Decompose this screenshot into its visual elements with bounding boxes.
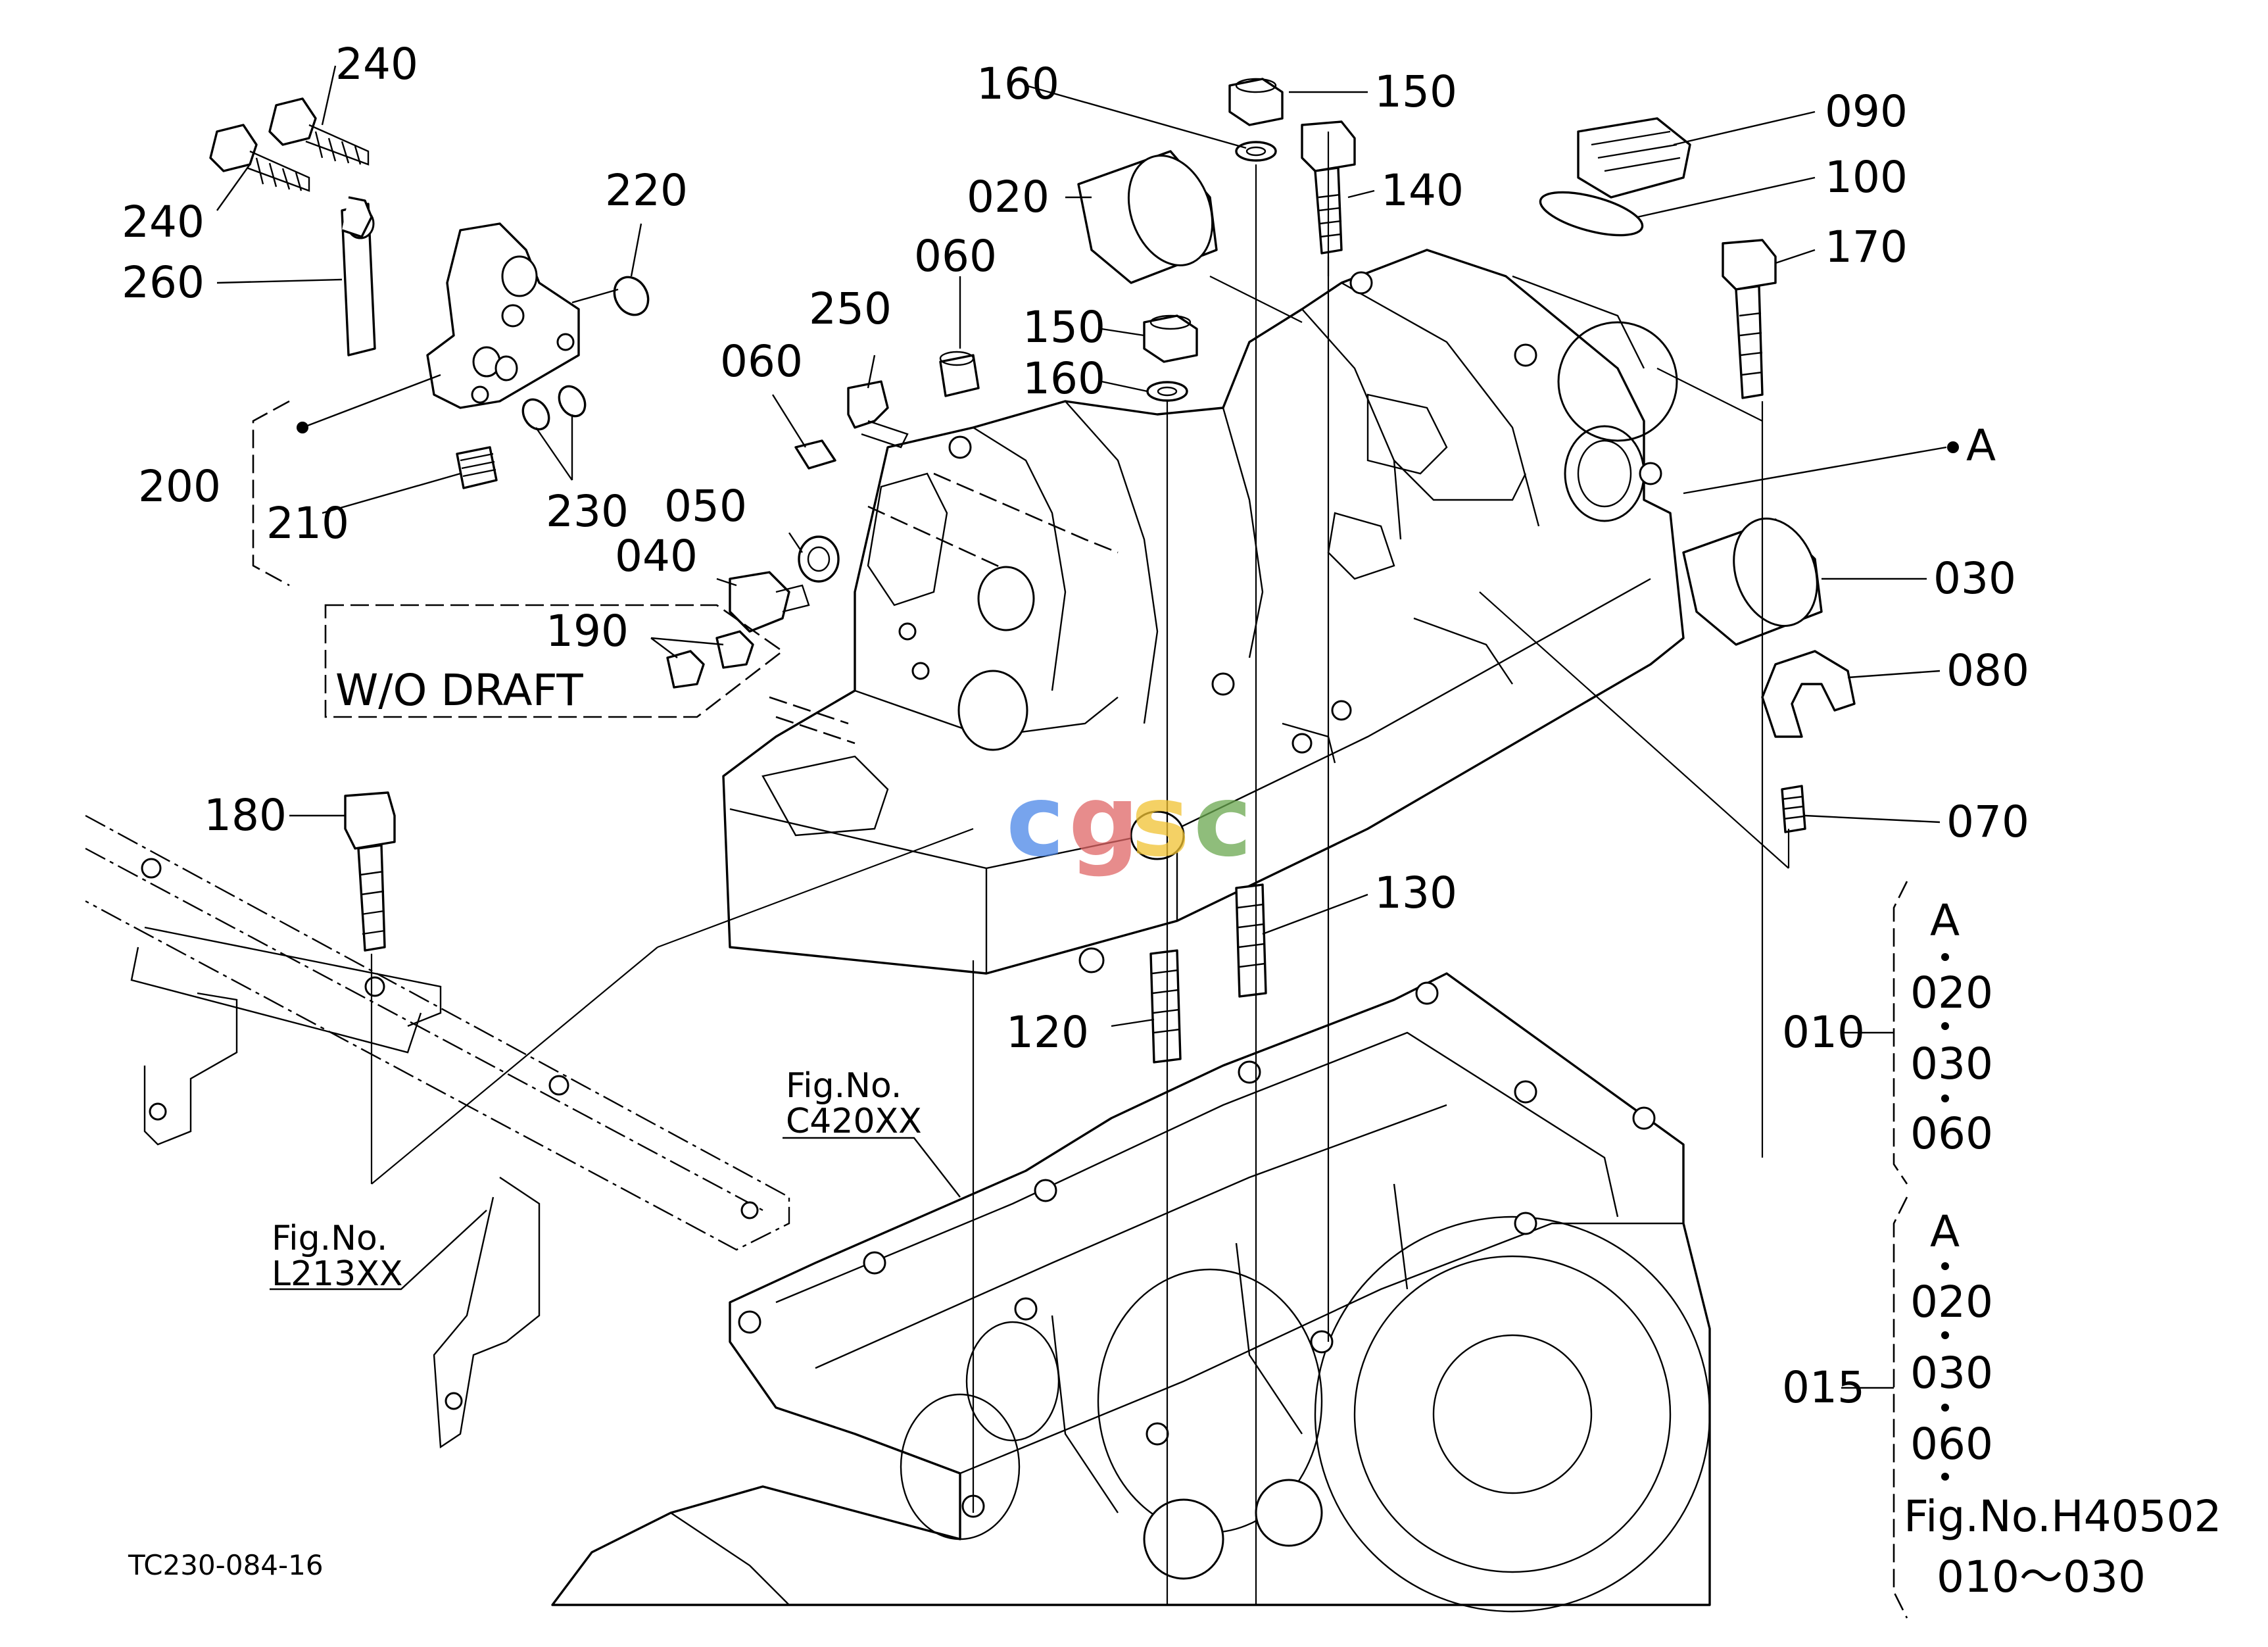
fig-ref-l213-label: Fig.No.	[272, 1219, 387, 1258]
bolt-240-lower	[209, 124, 310, 192]
callout-140: 140	[1381, 165, 1464, 216]
callout-240-lower: 240	[122, 197, 205, 247]
assembly-dots	[1941, 953, 1949, 1481]
fitting-070	[1781, 785, 1806, 833]
watermark-letter: g	[1069, 764, 1139, 879]
fig-ref-l213-code: L213XX	[272, 1254, 402, 1294]
callout-150-top: 150	[1374, 66, 1457, 117]
callout-260: 260	[122, 257, 205, 308]
assembly-010-id: 010	[1782, 1007, 1865, 1058]
plug-040	[729, 571, 810, 633]
fig-ref-c420-code: C420XX	[786, 1102, 922, 1141]
nut-150-top	[1228, 78, 1284, 126]
assembly-015-id: 015	[1782, 1362, 1865, 1413]
plug-210	[456, 446, 498, 489]
bushing-020	[1077, 150, 1218, 284]
callout-080: 080	[1946, 645, 2029, 696]
callout-040: 040	[615, 531, 698, 581]
alignment-axes	[370, 132, 1790, 1605]
assembly-015-item: 060	[1910, 1419, 1993, 1469]
housing-bores	[898, 271, 1678, 973]
callout-100: 100	[1825, 152, 1908, 203]
wo-draft-box	[324, 604, 784, 718]
callout-190: 190	[546, 606, 629, 656]
bushing-030	[1682, 517, 1823, 646]
washer-050	[798, 535, 840, 583]
plate-260	[341, 196, 376, 356]
bracket-010	[1893, 881, 1908, 1185]
hydraulic-cylinder-case	[722, 249, 1685, 975]
transmission-case	[551, 972, 1711, 1613]
bracket-200	[252, 400, 290, 587]
assembly-015-item: 030	[1910, 1348, 1993, 1398]
assembly-010-item: 020	[1910, 968, 1993, 1018]
wo-draft-note: W/O DRAFT	[335, 665, 583, 716]
assembly-015-item: A	[1930, 1206, 1960, 1257]
o-ring-220	[613, 276, 650, 316]
callout-160-mid: 160	[1023, 353, 1105, 404]
watermark-letter: c	[1006, 764, 1065, 879]
bolt-180	[344, 791, 396, 952]
callout-210: 210	[266, 498, 349, 549]
plugs-190	[666, 630, 754, 689]
callout-050: 050	[664, 481, 747, 531]
lift-arm-frame	[85, 814, 790, 1449]
callout-labels: 240 240 260 220 200 210 230 160 150 020 …	[122, 39, 2222, 1602]
filler-cap-090	[1577, 117, 1691, 199]
watermark-letter: c	[1194, 764, 1252, 879]
nut-150-mid	[1143, 314, 1198, 363]
callout-170: 170	[1825, 222, 1908, 272]
callout-070: 070	[1946, 797, 2029, 847]
stud-120	[1149, 949, 1182, 1064]
callout-150-mid: 150	[1023, 302, 1105, 353]
valve-block-200	[426, 222, 580, 409]
callout-220: 220	[605, 165, 688, 216]
drawing-id: TC230-084-16	[128, 1549, 324, 1581]
bolt-240-upper	[268, 97, 370, 166]
o-ring-100	[1539, 191, 1644, 237]
assembly-010-item: 030	[1910, 1039, 1993, 1089]
hose-080	[1761, 650, 1856, 738]
plug-060-right	[939, 351, 980, 397]
assembly-010-item: 060	[1910, 1108, 1993, 1159]
plug-060-left	[794, 439, 836, 470]
callout-180: 180	[204, 790, 287, 841]
assembly-015-fig-ref: Fig.No.H40502	[1904, 1491, 2222, 1542]
assembly-015-item: 020	[1910, 1277, 1993, 1327]
callout-090: 090	[1825, 86, 1908, 137]
callout-060-right: 060	[914, 231, 997, 282]
bracket-015	[1893, 1196, 1908, 1619]
callout-A: A	[1966, 420, 1996, 471]
callout-060-left: 060	[720, 336, 803, 387]
assembly-015-range: 010～030	[1937, 1552, 2146, 1602]
callout-160-top: 160	[977, 59, 1059, 109]
plug-250	[847, 380, 909, 449]
assembly-010-item: A	[1930, 895, 1960, 946]
bolt-170	[1722, 239, 1777, 399]
washer-160-top	[1235, 141, 1277, 162]
fig-ref-c420-label: Fig.No.	[786, 1066, 902, 1106]
stud-130	[1235, 883, 1267, 998]
washer-160-mid	[1146, 381, 1188, 402]
callout-030: 030	[1933, 553, 2016, 604]
callout-200: 200	[138, 461, 221, 512]
o-rings-230	[521, 385, 587, 431]
leader-lines	[216, 65, 1959, 1389]
watermark-letter: s	[1131, 764, 1190, 879]
callout-230: 230	[546, 486, 629, 537]
callout-120: 120	[1006, 1007, 1089, 1058]
callout-240-upper: 240	[335, 39, 418, 89]
callout-130: 130	[1374, 868, 1457, 918]
callout-020: 020	[967, 172, 1050, 222]
callout-250: 250	[809, 283, 892, 334]
